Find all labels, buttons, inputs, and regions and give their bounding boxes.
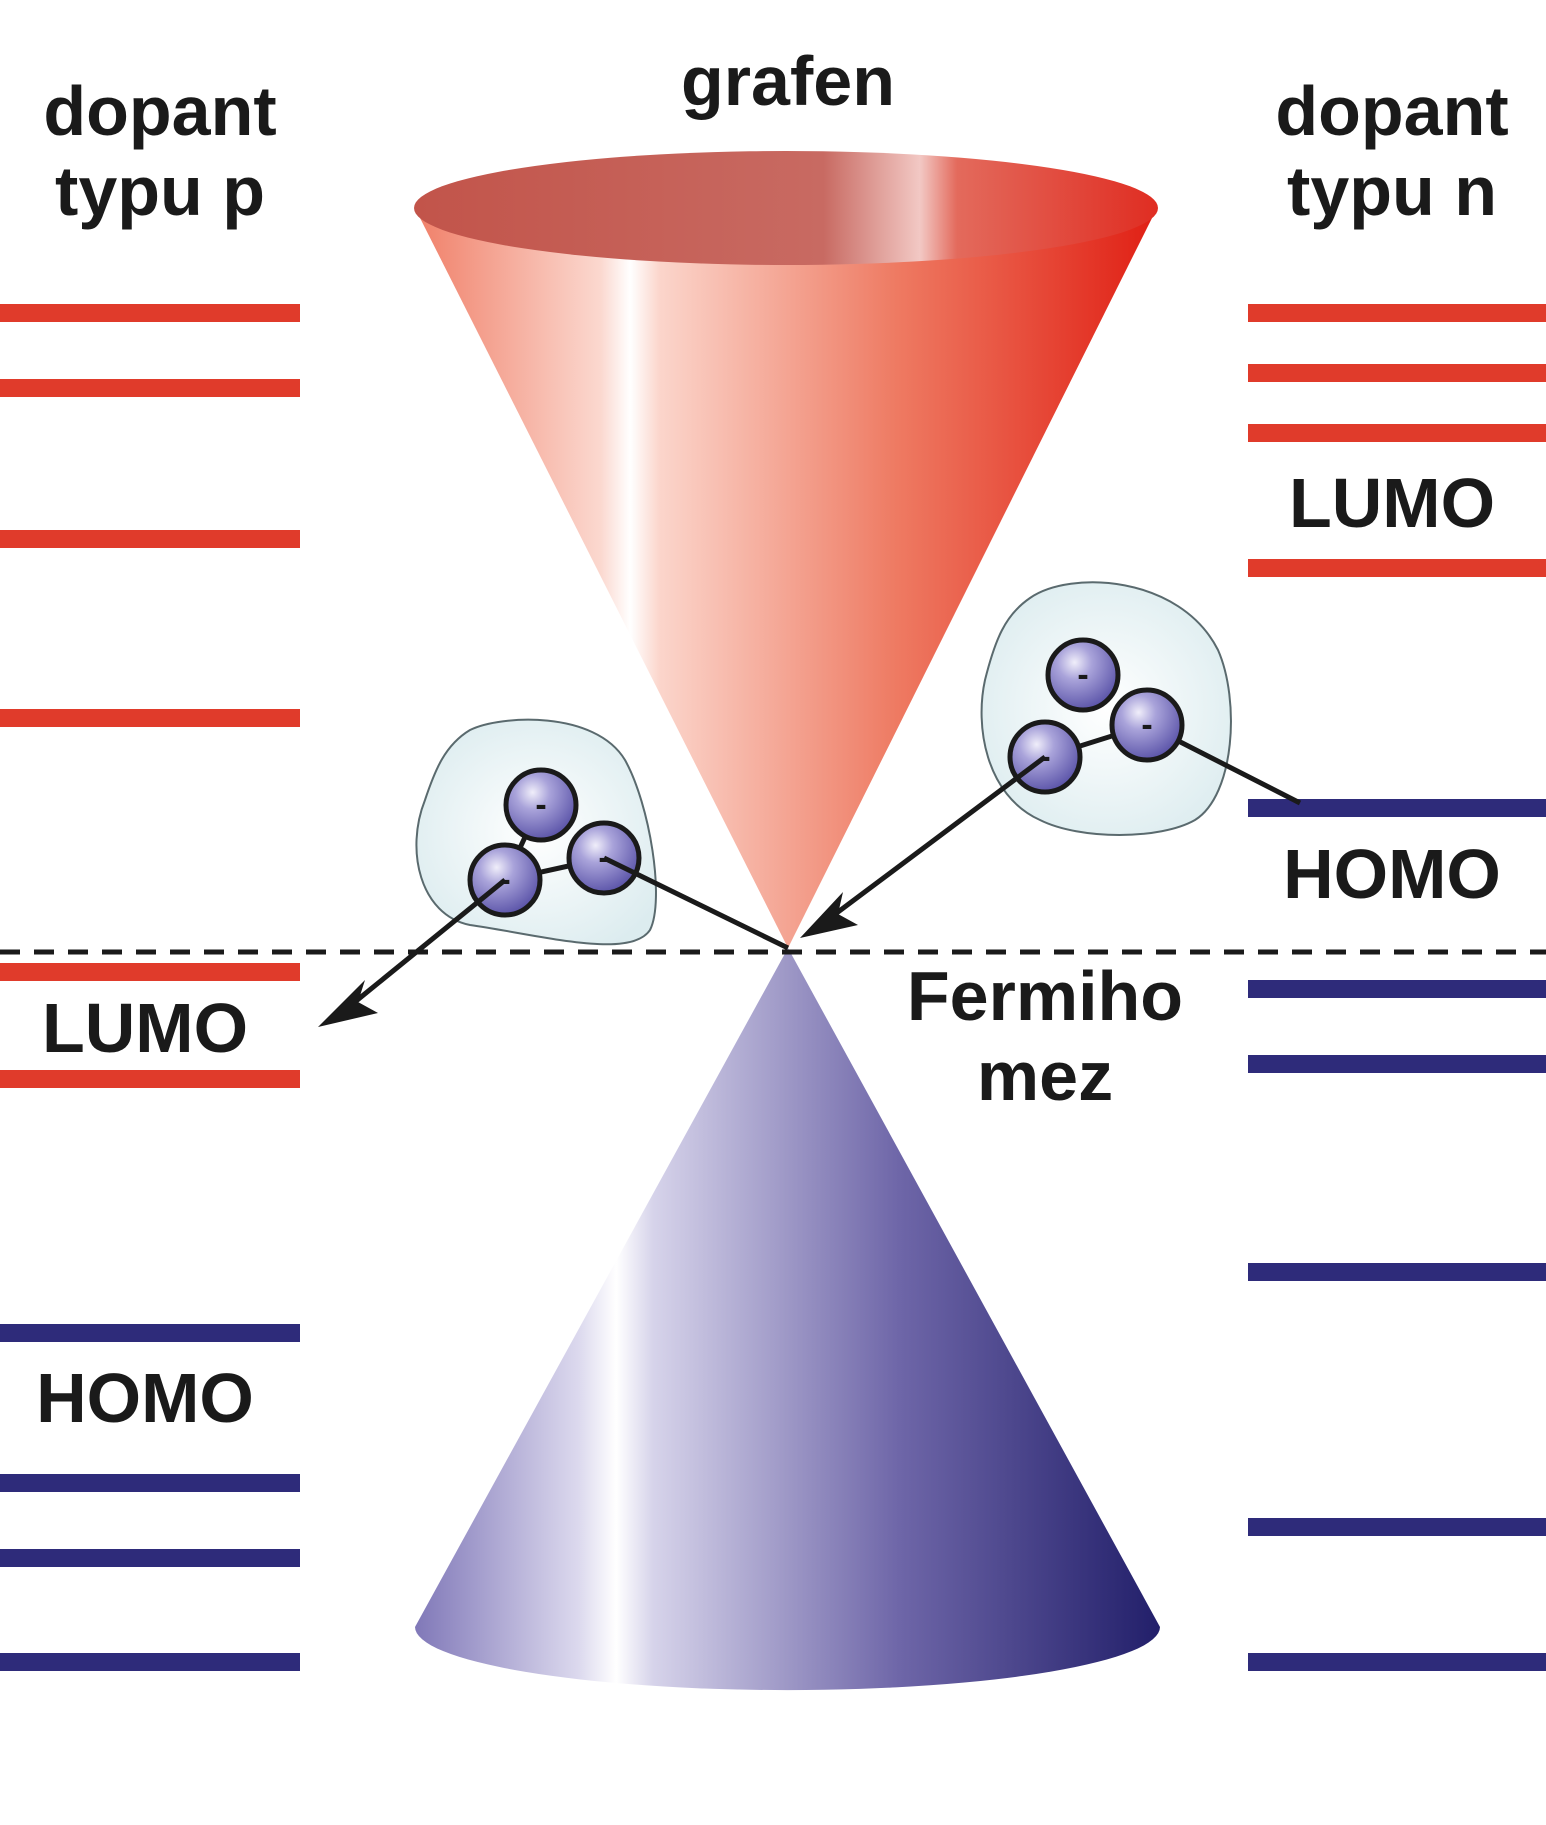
p-level-red [0,530,300,548]
svg-text:-: - [535,786,546,824]
fermi-label-line1: Fermiho [907,957,1183,1035]
p-lumo-level [0,963,300,981]
p-level-red [0,709,300,727]
p-dopant-levels [0,304,300,1671]
n-level-blue [1248,1263,1546,1281]
graphene-title: grafen [681,42,895,120]
n-homo-level [1248,799,1546,817]
p-homo-label: HOMO [36,1359,254,1437]
n-transfer-arrow [800,754,1047,938]
n-level-red [1248,304,1546,322]
n-dopant-header-line2: typu n [1287,152,1497,230]
n-level-blue [1248,980,1546,998]
n-lumo-level [1248,559,1546,577]
n-level-red [1248,424,1546,442]
svg-text:-: - [1077,656,1088,694]
p-dopant-molecule: - - - [415,718,657,946]
conduction-band-cone [414,151,1158,948]
p-transfer-arrow [318,878,507,1027]
n-level-blue [1248,1653,1546,1671]
electron: - [1045,637,1121,713]
p-dopant-header-line2: typu p [55,152,265,230]
p-level-blue [0,1653,300,1671]
p-lumo-level [0,1070,300,1088]
n-level-blue [1248,1518,1546,1536]
p-dopant-header-line1: dopant [43,72,276,150]
n-dopant-levels [1248,304,1546,1671]
p-lumo-label: LUMO [42,989,248,1067]
p-level-blue [0,1474,300,1492]
n-homo-label: HOMO [1283,835,1501,913]
electron-cloud [980,581,1232,836]
p-level-red [0,304,300,322]
svg-text:-: - [1141,706,1152,744]
electron: - [503,767,579,843]
p-molecule-link-line [602,855,790,951]
n-lumo-label: LUMO [1289,464,1495,542]
electron: - [1109,687,1185,763]
p-homo-level [0,1324,300,1342]
p-level-red [0,379,300,397]
p-level-blue [0,1549,300,1567]
fermi-label-line2: mez [977,1037,1113,1115]
n-dopant-header-line1: dopant [1275,72,1508,150]
n-level-blue [1248,1055,1546,1073]
n-level-red [1248,364,1546,382]
n-dopant-molecule: - - - [980,581,1302,836]
valence-band-cone [415,948,1160,1691]
